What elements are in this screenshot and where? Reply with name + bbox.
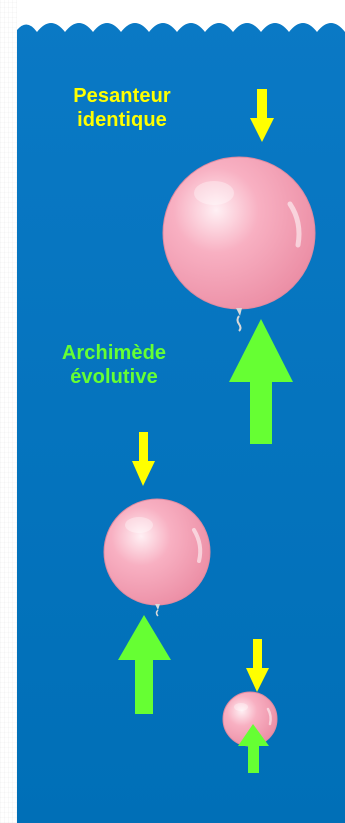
weight-label-line-2: identique — [52, 108, 192, 132]
weight-label: Pesanteur identique — [52, 84, 192, 132]
water-background — [17, 12, 345, 823]
buoyancy-label-line-2: évolutive — [39, 365, 189, 389]
buoyancy-label-line-1: Archimède — [39, 341, 189, 365]
weight-label-line-1: Pesanteur — [52, 84, 192, 108]
buoyancy-label: Archimède évolutive — [39, 341, 189, 389]
